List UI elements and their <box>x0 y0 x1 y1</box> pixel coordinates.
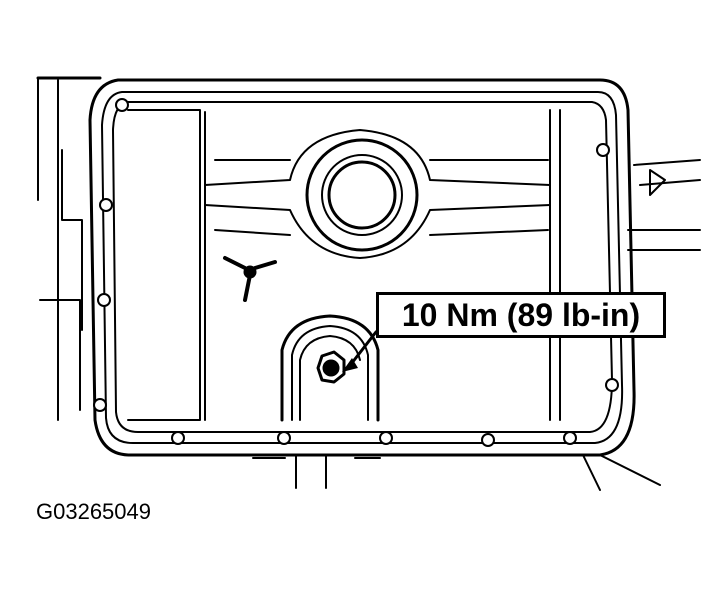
figure-id: G03265049 <box>36 499 151 524</box>
pan-outer-rim <box>88 78 636 457</box>
torque-callout: 10 Nm (89 lb-in) <box>376 292 666 338</box>
